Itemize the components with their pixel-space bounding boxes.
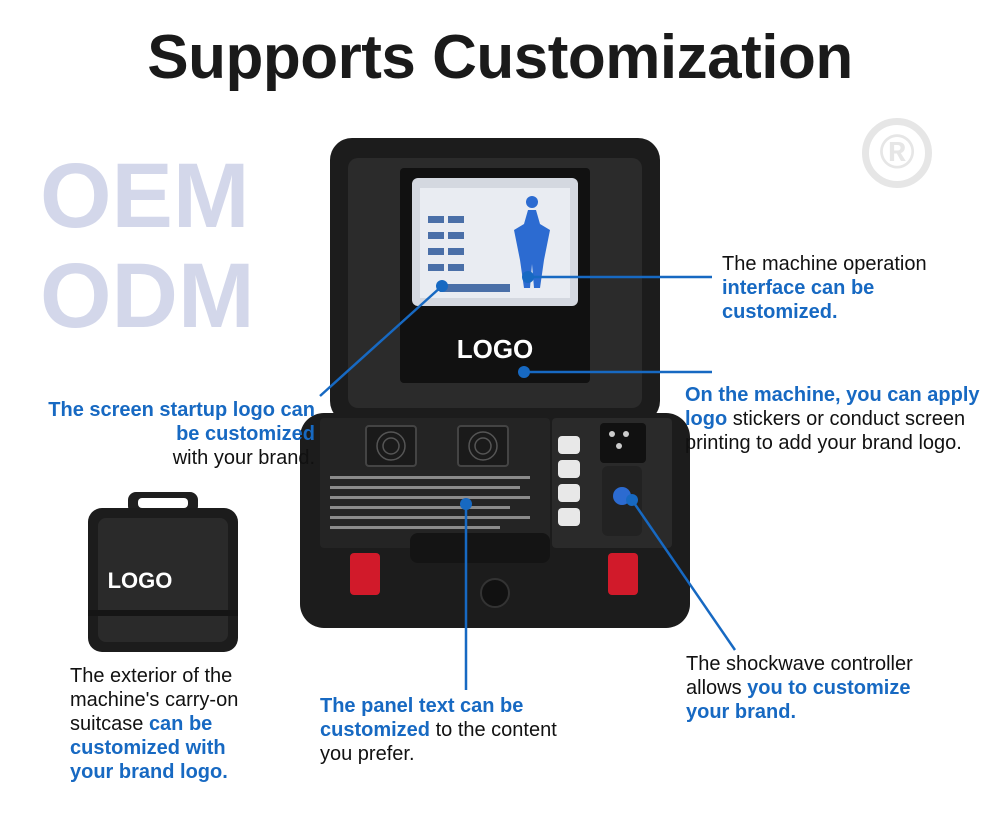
line-startup [319,285,443,397]
page-title: Supports Customization [147,23,853,92]
callout-interface-plain: The machine operation [722,253,927,275]
callout-exterior-plain: The exterior of the machine's carry-on s… [70,665,239,735]
callout-controller-plain: The shockwave controller allows [686,653,913,699]
left-latch [350,553,380,595]
callout-sticker: On the machine, you can apply logo stick… [685,383,995,455]
suitcase-illustration [88,492,238,652]
registered-mark-icon: ® [862,118,932,188]
machine-case-illustration [300,138,690,628]
callout-exterior-highlight: can be customized with your brand logo. [70,713,228,783]
callout-startup-plain: with your brand. [172,447,315,469]
watermark-odm: ODM [40,245,255,347]
callout-panel-text-plain: to the content you prefer. [320,719,557,765]
callout-controller: The shockwave controller allows you to c… [686,652,946,724]
dot-controller [626,494,638,506]
callout-panel-text-highlight: The panel text can be customized [320,695,524,741]
dot-panel-text [460,498,472,510]
watermark-oem: OEM [40,145,250,247]
dot-sticker [518,366,530,378]
line-controller [630,499,737,651]
callout-exterior: The exterior of the machine's carry-on s… [70,664,265,784]
callout-sticker-highlight: On the machine, you can apply logo [685,384,980,430]
callout-controller-highlight: you to customize your brand. [686,677,911,723]
callout-interface: The machine operation interface can be c… [722,252,982,324]
panel-logo: LOGO [456,334,534,364]
suitcase-logo: LOGO [107,568,173,593]
callout-startup: The screen startup logo can be customize… [40,398,315,470]
right-latch [608,553,638,595]
dot-startup [436,280,448,292]
dot-interface [522,271,534,283]
callout-panel-text: The panel text can be customized to the … [320,694,560,766]
callout-interface-highlight: interface can be customized. [722,277,875,323]
callout-startup-highlight: The screen startup logo can be customize… [48,399,315,445]
callout-sticker-plain: stickers or conduct screen printing to a… [685,408,966,454]
